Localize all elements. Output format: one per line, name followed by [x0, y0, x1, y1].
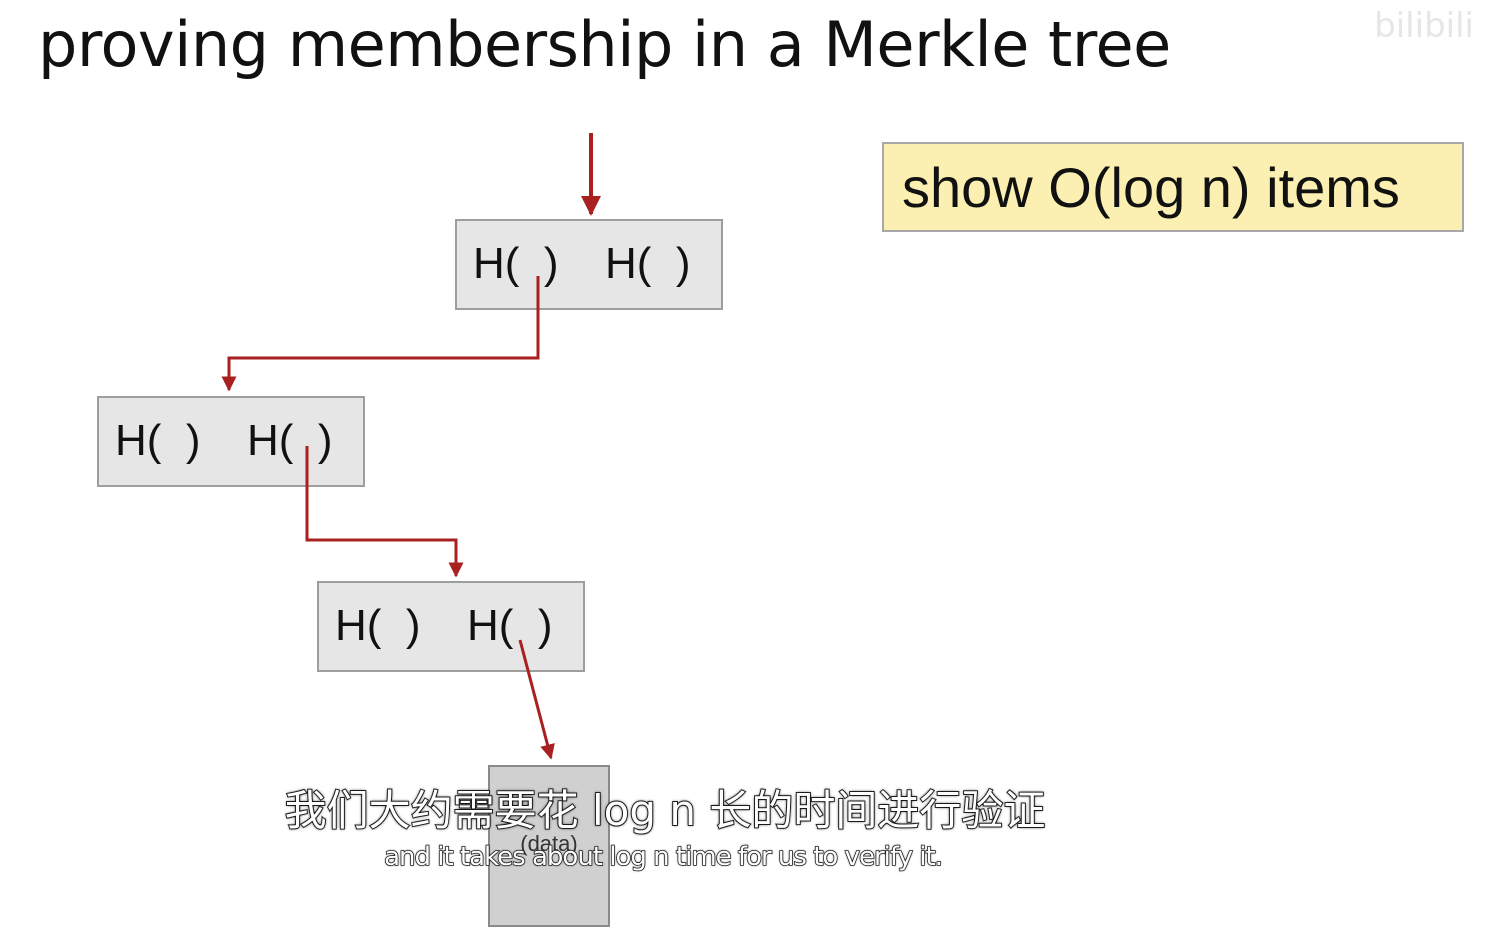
- data-block: (data): [488, 765, 610, 927]
- callout-text: show O(log n) items: [902, 155, 1400, 219]
- tree-node-level-3: H( ) H( ): [317, 581, 585, 672]
- callout-box: show O(log n) items: [882, 142, 1464, 232]
- watermark-logo: bilibili: [1374, 6, 1474, 46]
- tree-node-root: H( ) H( ): [455, 219, 723, 310]
- hash-right: H( ): [247, 416, 333, 465]
- hash-left: H( ): [115, 416, 201, 465]
- hash-right: H( ): [467, 601, 553, 650]
- subtitle-chinese: 我们大约需要花 log n 长的时间进行验证: [284, 785, 1047, 836]
- hash-left: H( ): [335, 601, 421, 650]
- slide-title: proving membership in a Merkle tree: [38, 8, 1171, 81]
- hash-right: H( ): [605, 239, 691, 288]
- hash-left: H( ): [473, 239, 559, 288]
- data-label: (data): [520, 831, 578, 856]
- tree-node-level-2: H( ) H( ): [97, 396, 365, 487]
- subtitle-english: and it takes about log n time for us to …: [383, 841, 943, 873]
